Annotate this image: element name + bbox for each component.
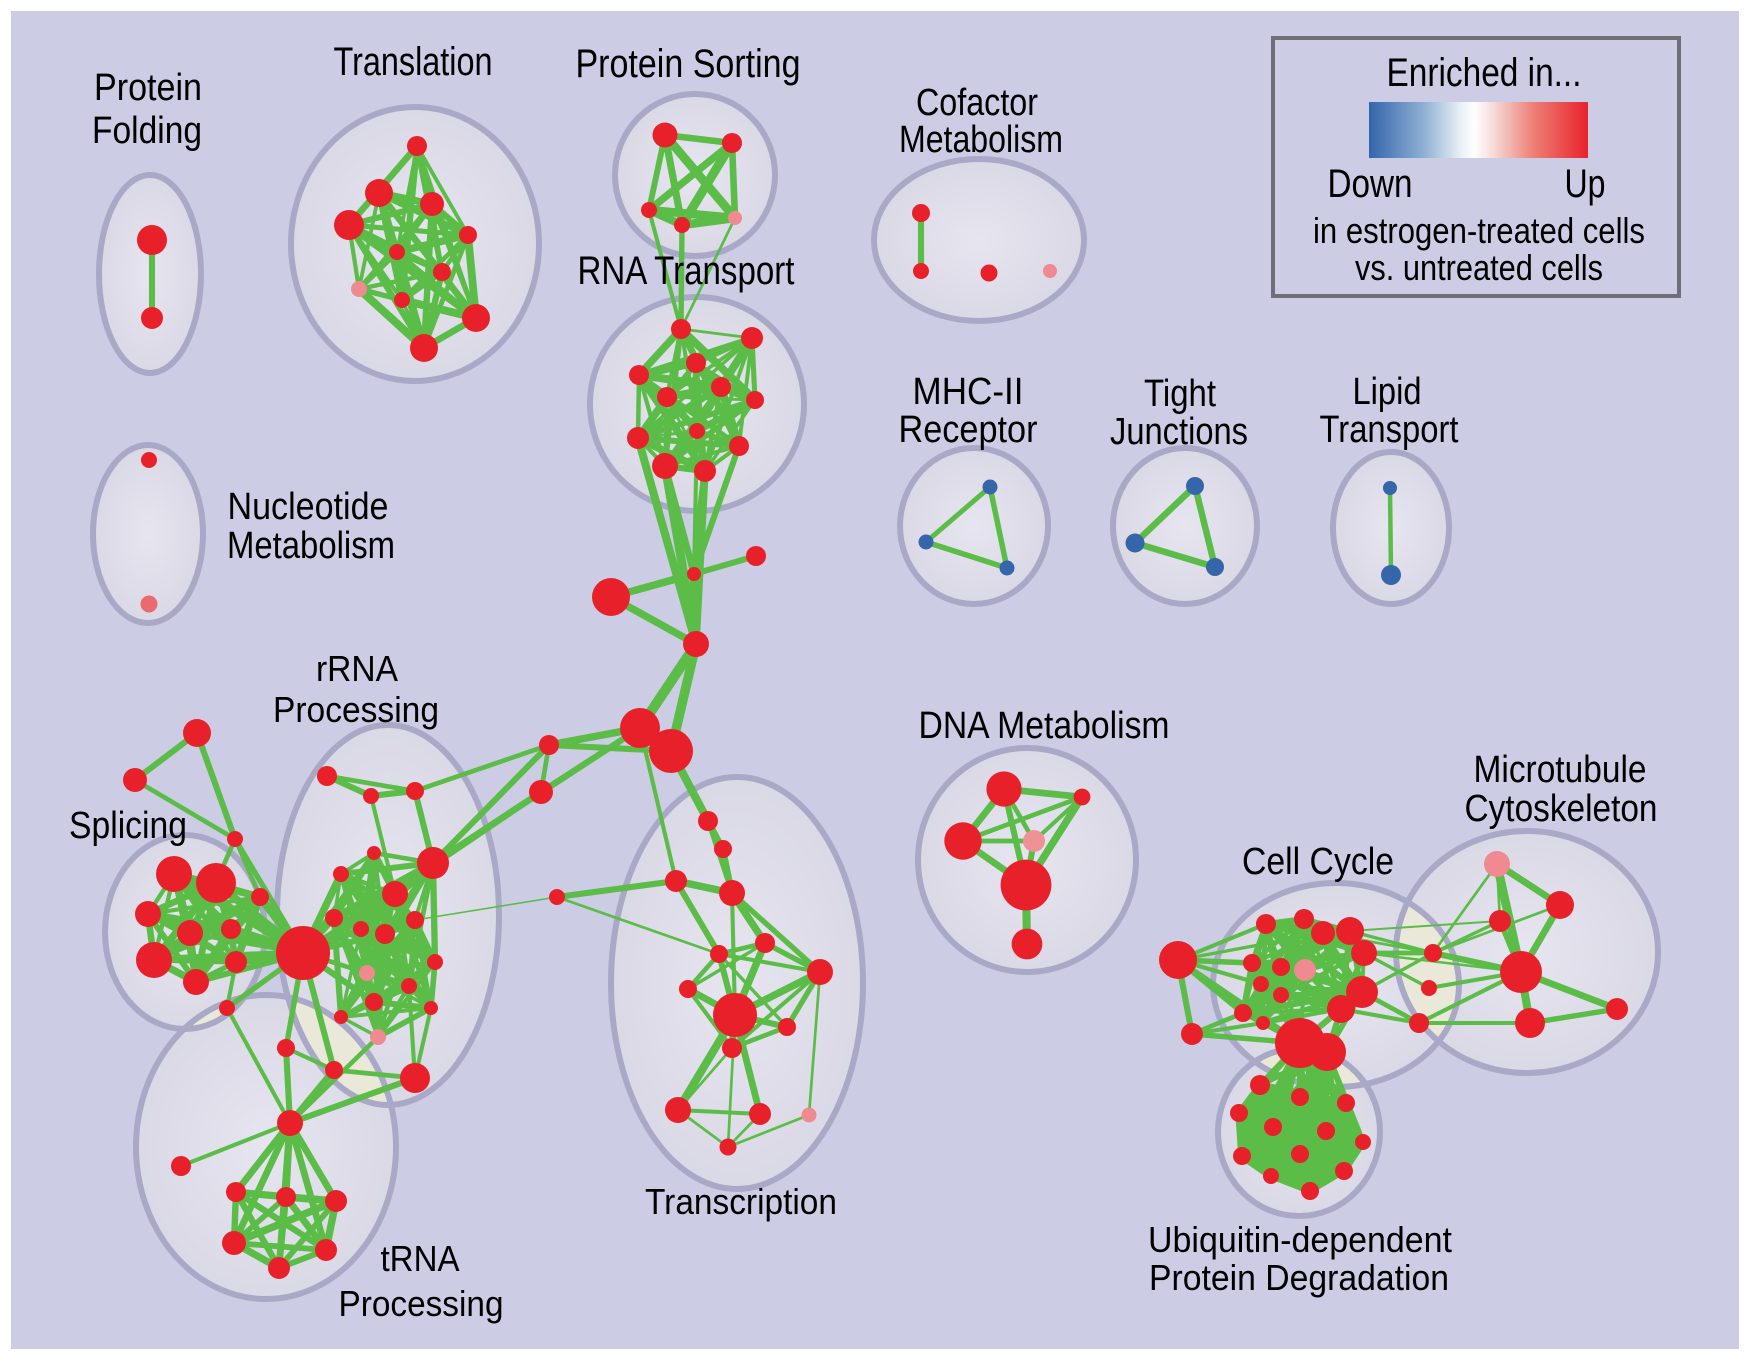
- svg-text:Nucleotide: Nucleotide: [228, 486, 389, 528]
- svg-text:Transcription: Transcription: [645, 1181, 837, 1222]
- svg-text:vs. untreated cells: vs. untreated cells: [1355, 247, 1603, 288]
- svg-text:Protein: Protein: [94, 67, 202, 109]
- svg-text:Protein Degradation: Protein Degradation: [1149, 1257, 1449, 1298]
- svg-text:Down: Down: [1328, 162, 1413, 206]
- svg-text:Transport: Transport: [1320, 409, 1459, 451]
- svg-text:Receptor: Receptor: [899, 409, 1038, 451]
- svg-text:Up: Up: [1565, 162, 1606, 206]
- svg-text:Metabolism: Metabolism: [899, 119, 1063, 161]
- svg-text:Junctions: Junctions: [1110, 411, 1248, 453]
- svg-text:Ubiquitin-dependent: Ubiquitin-dependent: [1148, 1219, 1452, 1260]
- svg-text:tRNA: tRNA: [381, 1238, 460, 1279]
- svg-text:Metabolism: Metabolism: [227, 525, 395, 567]
- svg-text:Lipid: Lipid: [1353, 371, 1422, 413]
- svg-text:Processing: Processing: [273, 689, 439, 730]
- svg-text:Tight: Tight: [1144, 373, 1216, 415]
- svg-text:Microtubule: Microtubule: [1474, 749, 1647, 791]
- svg-text:Protein Sorting: Protein Sorting: [576, 42, 801, 86]
- svg-text:Cofactor: Cofactor: [916, 82, 1038, 124]
- svg-text:Translation: Translation: [334, 40, 493, 84]
- svg-text:Folding: Folding: [92, 110, 202, 152]
- svg-text:RNA Transport: RNA Transport: [578, 249, 795, 293]
- svg-text:in estrogen-treated cells: in estrogen-treated cells: [1313, 210, 1645, 251]
- svg-text:Splicing: Splicing: [69, 805, 187, 847]
- svg-text:MHC-II: MHC-II: [913, 371, 1024, 413]
- svg-text:Processing: Processing: [339, 1283, 504, 1324]
- svg-text:Cell Cycle: Cell Cycle: [1242, 841, 1394, 883]
- svg-text:DNA Metabolism: DNA Metabolism: [919, 705, 1170, 747]
- svg-text:rRNA: rRNA: [316, 648, 398, 689]
- svg-text:Enriched in...: Enriched in...: [1387, 51, 1582, 95]
- svg-text:Cytoskeleton: Cytoskeleton: [1465, 788, 1658, 830]
